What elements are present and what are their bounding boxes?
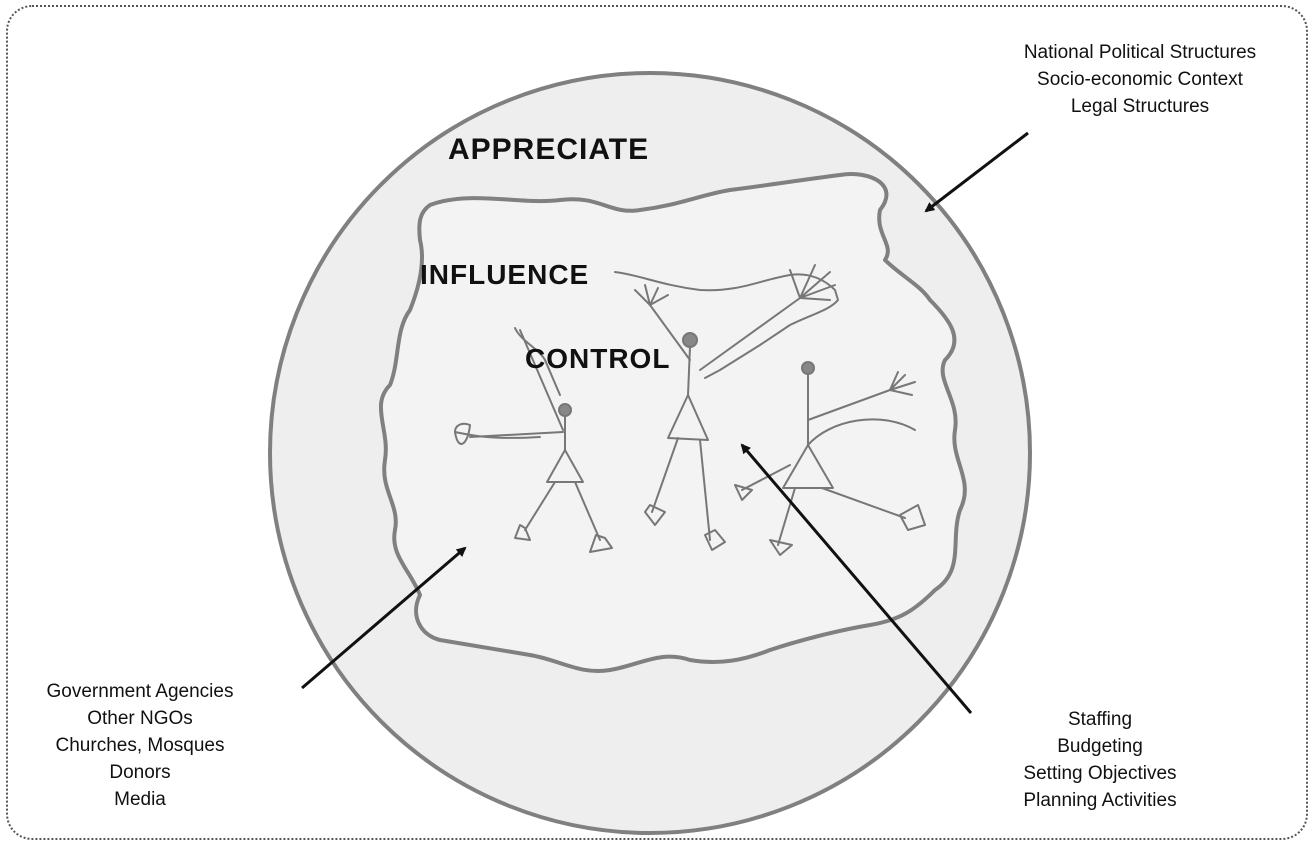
influence-label: INFLUENCE bbox=[420, 259, 590, 290]
annotation-line: National Political Structures bbox=[1023, 42, 1257, 63]
influence-arrow bbox=[301, 546, 467, 690]
annotation-line: Other NGOs bbox=[87, 708, 193, 729]
annotation-line: Budgeting bbox=[1057, 736, 1143, 757]
annotation-line: Planning Activities bbox=[1023, 790, 1177, 811]
annotation-line: Socio-economic Context bbox=[1037, 69, 1243, 90]
control-arrow bbox=[740, 443, 973, 714]
appreciate-label: APPRECIATE bbox=[448, 133, 650, 166]
annotation-line: Setting Objectives bbox=[1023, 763, 1177, 784]
appreciate-arrow bbox=[924, 131, 1029, 213]
control-label: CONTROL bbox=[525, 343, 671, 374]
annotation-line: Media bbox=[114, 789, 166, 810]
control-annotation: Staffing Budgeting Setting Objectives Pl… bbox=[1000, 706, 1200, 814]
annotation-line: Churches, Mosques bbox=[55, 735, 225, 756]
influence-zone bbox=[379, 172, 967, 673]
influence-annotation: Government Agencies Other NGOs Churches,… bbox=[20, 678, 260, 813]
annotation-line: Legal Structures bbox=[1070, 96, 1210, 117]
control-stick-figures bbox=[454, 264, 926, 556]
diagram-frame bbox=[6, 5, 1308, 840]
annotation-line: Government Agencies bbox=[46, 681, 234, 702]
appreciate-annotation: National Political Structures Socio-econ… bbox=[1000, 39, 1280, 120]
annotation-line: Staffing bbox=[1067, 709, 1133, 730]
annotation-line: Donors bbox=[109, 762, 171, 783]
